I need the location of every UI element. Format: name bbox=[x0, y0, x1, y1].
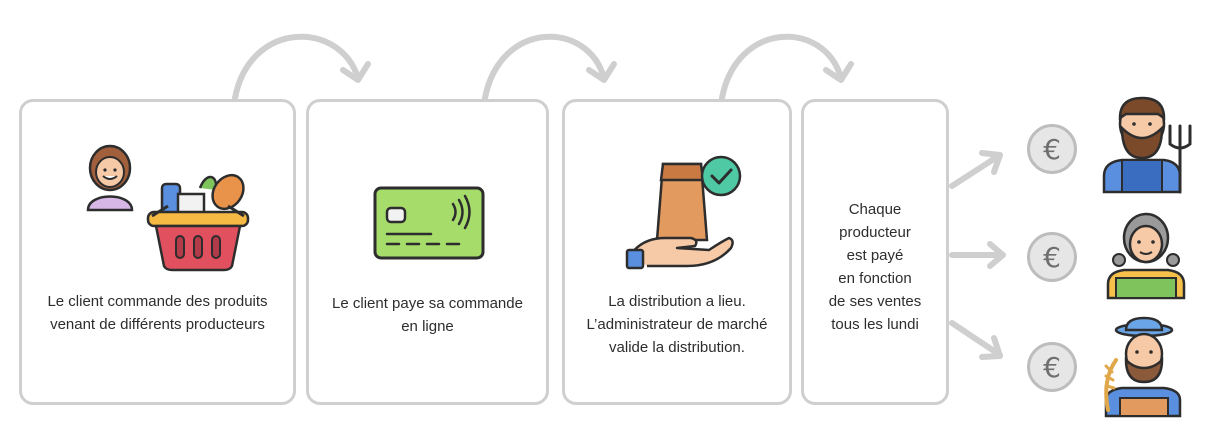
customer-icon bbox=[86, 144, 134, 212]
farmer-icon bbox=[1102, 96, 1192, 194]
step-card-payment: Le client paye sa commande en ligne bbox=[306, 99, 549, 405]
step-card-distribution: La distribution a lieu. L’administrateur… bbox=[562, 99, 792, 405]
credit-card-icon bbox=[373, 186, 485, 260]
straight-arrow-down bbox=[949, 320, 1003, 358]
package-delivery-icon bbox=[625, 155, 742, 270]
euro-coin-icon: € bbox=[1027, 342, 1077, 392]
step-text-order: Le client commande des produits venant d… bbox=[47, 293, 268, 333]
step-card-order: Le client commande des produits venant d… bbox=[19, 99, 296, 405]
curved-arrow-1 bbox=[232, 33, 361, 101]
grocery-basket-icon bbox=[146, 173, 250, 272]
step-card-producer-payment: Chaque producteur est payé en fonction d… bbox=[801, 99, 949, 405]
curved-arrow-2 bbox=[482, 33, 607, 101]
step-text-producer-payment: Chaque producteur est payé en fonction d… bbox=[828, 201, 922, 333]
curved-arrow-3 bbox=[719, 33, 844, 101]
euro-coin-icon: € bbox=[1027, 124, 1077, 174]
euro-coin-icon: € bbox=[1027, 232, 1077, 282]
step-text-distribution: La distribution a lieu. L’administrateur… bbox=[586, 293, 768, 356]
straight-arrow-up bbox=[949, 152, 1003, 189]
step-text-payment: Le client paye sa commande en ligne bbox=[332, 295, 523, 335]
farmer-icon bbox=[1106, 212, 1186, 300]
farmer-icon bbox=[1104, 316, 1182, 418]
